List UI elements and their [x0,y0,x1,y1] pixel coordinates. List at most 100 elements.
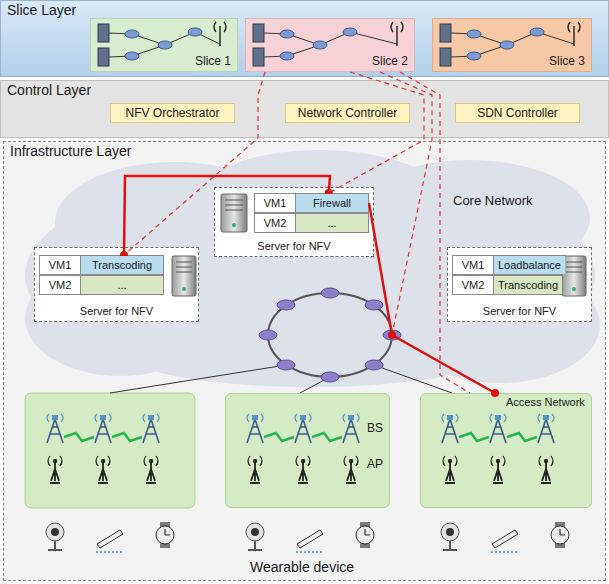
row-label: Wearable device [250,559,354,575]
base-station-icon [343,414,359,422]
base-station-icon [295,414,311,443]
base-station-icon [143,414,159,443]
smart-pen-device [296,530,324,552]
node-text: Slice 1 [195,54,231,68]
core-cloud [350,160,590,276]
switch-icon [365,360,383,370]
access-point-icon [541,461,551,483]
base-station-icon [148,415,154,420]
access-point-icon [253,459,257,463]
base-station-icon [252,415,258,420]
vm-cell: ... [296,214,368,232]
node-text: NFV Orchestrator [125,106,219,120]
base-station-icon [47,419,63,443]
vm-cell: VM1 [255,194,296,212]
access-point-icon [96,456,110,466]
access-point-icon [344,456,358,466]
access-point-icon [443,456,457,483]
switch-ring [268,293,392,377]
vm-row: VM1Transcoding [39,255,164,275]
access-point-icon [491,456,505,466]
controller-box: SDN Controller [455,103,580,123]
controller-box: NFV Orchestrator [110,103,235,123]
path-dot [388,331,396,339]
layer-band: Infrastructure LayerCore NetworkServer f… [3,141,606,581]
slice-network-icon [158,41,172,49]
smart-pen-device [96,530,124,552]
base-station-icon [247,419,263,443]
layer-band: Control LayerNFV Orchestrator Network Con… [0,80,609,138]
access-area: BSAP [225,393,390,508]
access-area [25,393,195,508]
access-point-icon [298,461,308,483]
switch-icon [277,360,295,370]
smart-watch-device [551,526,569,544]
node-text: BS [367,421,389,435]
camera-device [46,523,64,550]
wireless-link [507,433,537,441]
base-station-icon [442,414,458,443]
access-point-icon [48,456,62,483]
wireless-link [64,433,94,441]
icon-group [46,22,586,552]
node-text: Core Network [453,193,600,208]
access-point-icon [539,456,553,466]
access-point-icon [296,456,310,483]
dot-group [491,389,499,397]
slice-network-icon [343,28,357,36]
base-station-icon [47,414,63,422]
dot-group [120,251,128,259]
camera-device [246,523,264,550]
base-station-icon [447,415,453,420]
access-point-icon [448,459,452,463]
base-station-icon [143,414,159,422]
camera-device [441,523,459,550]
access-point-icon [48,456,62,466]
slice-network-icon [253,24,264,42]
access-point-icon [144,456,158,466]
access-point-icon [539,456,553,483]
base-station-icon [343,419,359,443]
camera-device [441,523,459,541]
access-point-icon [248,456,262,483]
node-text: Server for NFV [257,240,330,252]
access-point-icon [493,461,503,483]
access-point-icon [53,459,57,463]
base-station-icon [538,414,554,422]
vm-cell: VM1 [40,256,81,274]
connector-group [124,72,495,393]
access-point-icon [443,456,457,466]
server-icon [225,200,243,201]
server-icon [225,205,243,206]
layer-band: Slice LayerSlice 1Slice 2Slice 3 [0,0,609,77]
base-station-icon [295,414,311,422]
access-point-icon [346,461,356,483]
smart-watch-device [365,529,370,535]
base-station-icon [343,414,359,443]
base-station-icon [543,415,549,420]
vm-cell: ... [81,276,163,294]
node-text: Control Layer [7,82,91,98]
vm-cell: Transcoding [81,256,163,274]
node-text: Server for NFV [80,305,153,317]
server-icon [176,267,192,268]
slice-network-icon [313,41,327,49]
node-text: Network Controller [298,106,397,120]
core-cloud [25,150,600,387]
infrastructure-ground [3,141,606,581]
base-station-icon [95,414,111,422]
base-station-icon [100,415,106,420]
base-station-icon [143,419,159,443]
slice-network-icon [391,22,403,46]
server-icon [225,210,243,211]
node-text: Infrastructure Layer [10,143,131,159]
access-point-icon [98,461,108,483]
camera-device [251,528,259,536]
wireless-link [264,433,294,441]
server-icon [572,287,576,291]
slice-area: Slice 2 [245,18,415,72]
base-station-icon [538,414,554,443]
base-station-icon [538,419,554,443]
smart-pen-device [296,551,324,553]
